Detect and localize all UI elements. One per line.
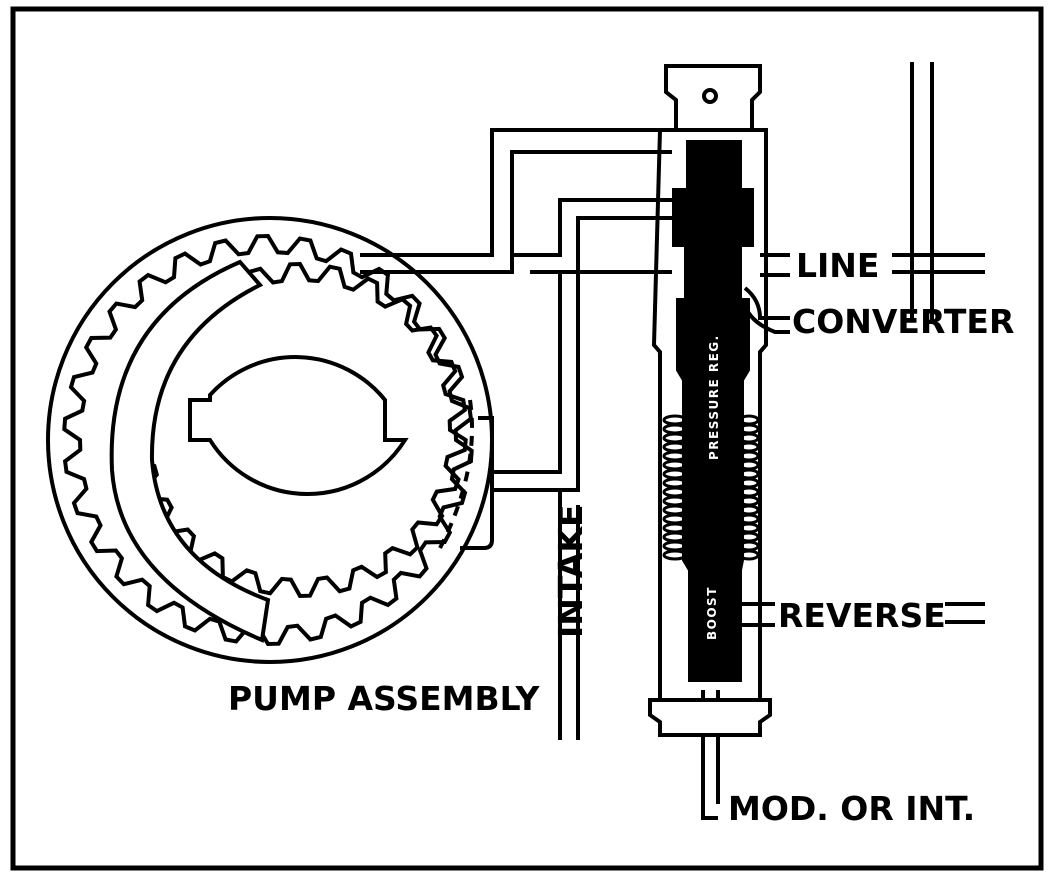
intake-label: INTAKE [551,505,590,639]
line-label: LINE [796,246,879,285]
boost-label: BOOST [705,586,719,640]
intake-passage-right [492,216,672,492]
line-out-right [892,253,985,274]
spring-coil-right [738,549,760,561]
pump-inner-bore [188,355,409,496]
valve-spool [672,140,754,682]
valve-top-hole [702,88,718,104]
line-feedback-passage-outer [360,128,672,257]
pump-assembly [46,216,494,664]
ring-gear-teeth [62,233,474,647]
valve-bottom-fitting [648,698,772,737]
pump-body-boss [460,416,494,550]
pressure-reg-label: PRESSURE REG. [707,334,721,460]
pump-crescent [109,259,271,643]
pump-assembly-label: PUMP ASSEMBLY [228,679,541,718]
line-feedback-passage-inner [360,150,672,274]
reverse-passage [740,602,775,627]
line-to-valve-upper [512,198,672,257]
valve-spring-left [662,414,688,561]
valve-spring-right [738,414,760,561]
ring-gear [62,233,474,647]
diagram-frame [10,6,1044,871]
pump-hidden-edge [438,399,474,549]
converter-label: CONVERTER [792,302,1014,341]
spring-coil-left [662,549,688,561]
reverse-out-right [945,602,985,624]
oil-passages [360,62,985,820]
pressure-regulator-valve [648,64,772,737]
intake-passage-left [492,272,562,474]
reverse-label: REVERSE [778,596,946,635]
mod-or-int-label: MOD. OR INT. [728,789,975,828]
